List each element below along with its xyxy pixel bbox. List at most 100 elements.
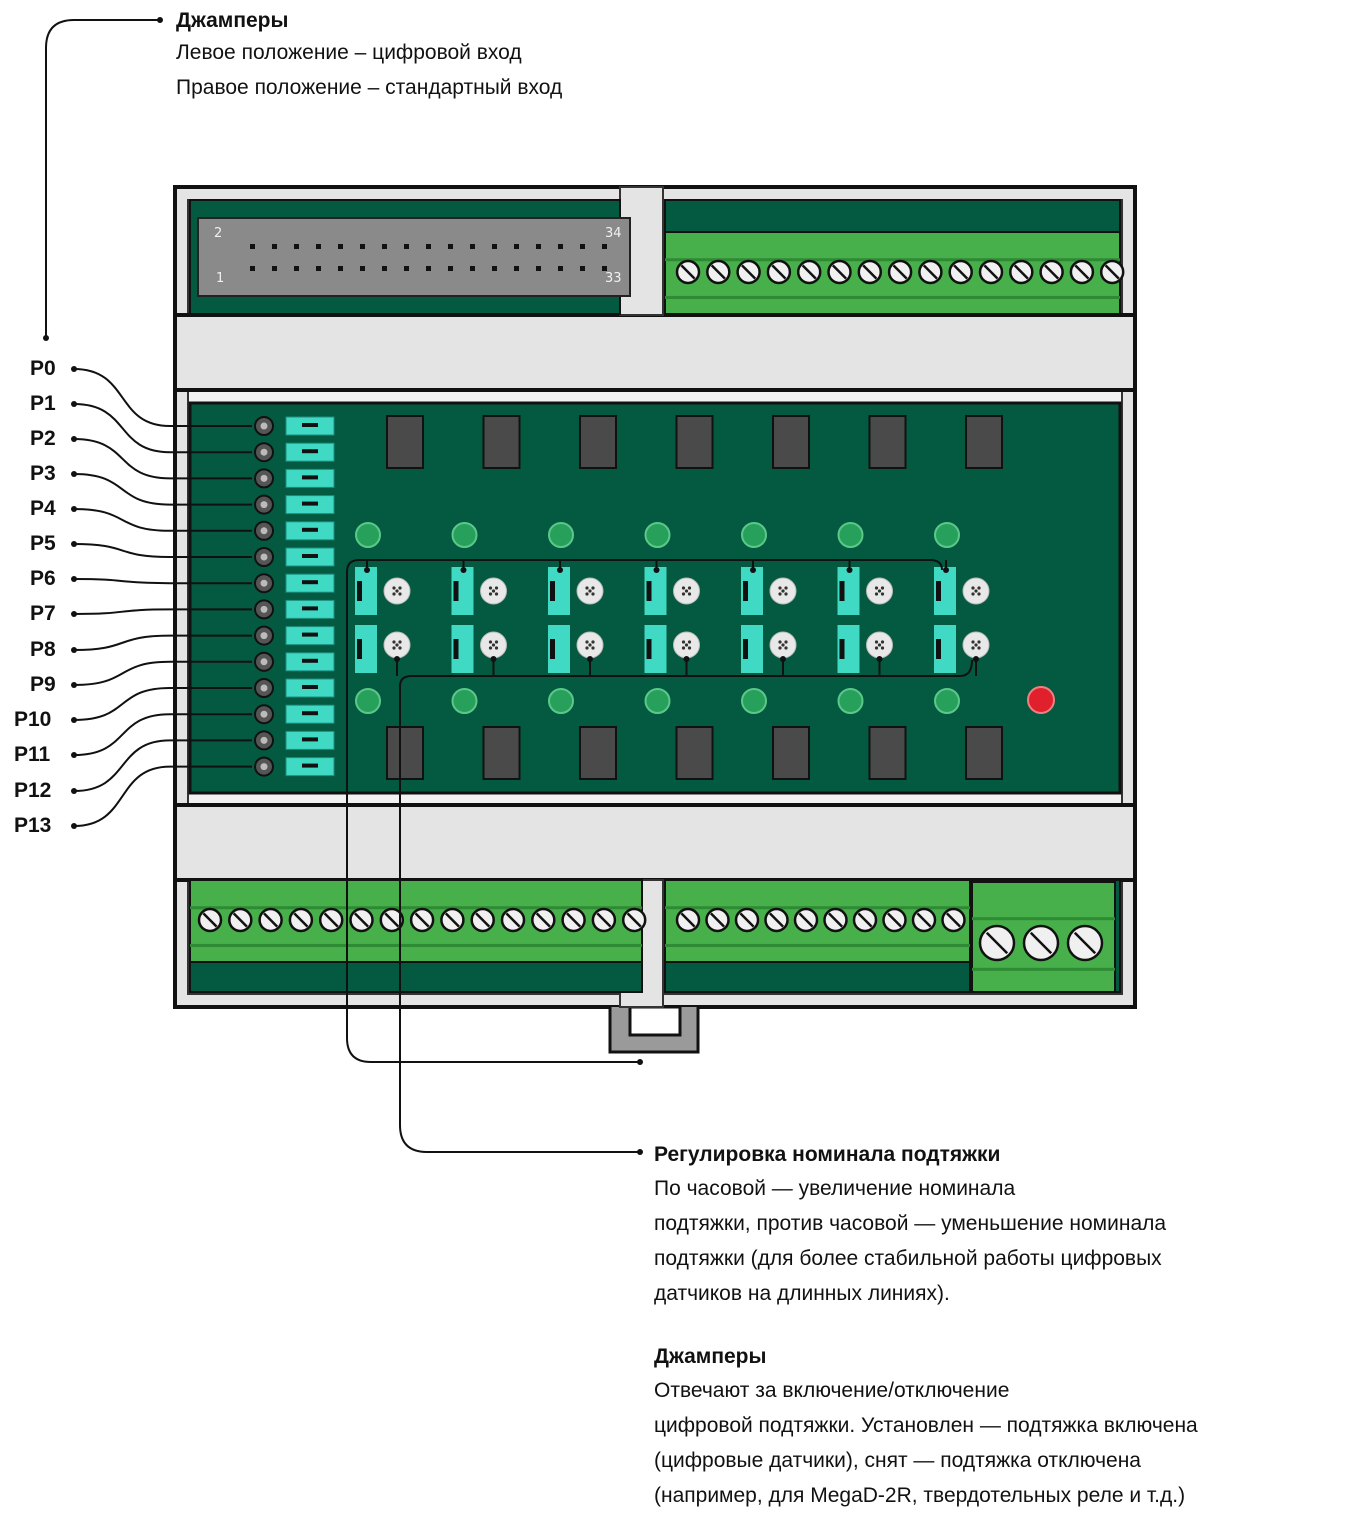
ribbon-pin-33: 33 bbox=[605, 271, 622, 286]
ribbon-pin-dot bbox=[514, 266, 519, 271]
trimmer-dot bbox=[398, 592, 402, 596]
leader-dot bbox=[876, 656, 883, 662]
status-led bbox=[644, 522, 671, 548]
status-led bbox=[548, 522, 574, 548]
leader-trimmers-end bbox=[399, 1124, 640, 1153]
pullup-jumper-pin bbox=[453, 639, 459, 659]
trimmer-dot bbox=[687, 586, 692, 590]
top-jumpers-line-1: Левое положение – цифровой вход bbox=[176, 41, 522, 64]
ribbon-pin-dot bbox=[316, 244, 321, 249]
status-led bbox=[644, 688, 671, 714]
screw-slot bbox=[293, 912, 309, 928]
leader-port bbox=[73, 403, 252, 454]
pullup-jumper bbox=[548, 625, 570, 673]
leader-dot bbox=[943, 567, 949, 573]
leader-dot bbox=[637, 1149, 643, 1155]
screw-slot bbox=[887, 912, 902, 928]
pullup-jumper-pin bbox=[357, 639, 362, 659]
leader-dot bbox=[750, 567, 756, 573]
screw-slot bbox=[832, 264, 847, 280]
trimmer-dot bbox=[491, 589, 496, 593]
trimmer-dot bbox=[977, 586, 981, 590]
screw-slot bbox=[202, 912, 218, 928]
pullup-jumpers-title: Джамперы bbox=[654, 1345, 767, 1368]
ribbon-connector bbox=[197, 217, 631, 297]
status-led bbox=[934, 522, 960, 548]
port-pin bbox=[260, 527, 268, 535]
trimmer-dot bbox=[681, 592, 686, 596]
port-jumper-slot bbox=[302, 632, 318, 637]
power-terminal-ridge bbox=[972, 917, 1115, 921]
ribbon-pin-dot bbox=[448, 266, 453, 271]
screw-slot bbox=[828, 912, 843, 928]
port-jumper-slot bbox=[302, 554, 318, 558]
pullup-jumper-pin bbox=[550, 639, 555, 659]
relay bbox=[868, 415, 907, 469]
leader-dot bbox=[846, 567, 853, 573]
relay bbox=[386, 415, 424, 469]
port-pin bbox=[260, 710, 268, 718]
screw-slot bbox=[354, 912, 369, 928]
leader-pullup-jumpers-end bbox=[346, 1037, 640, 1063]
leader-dot bbox=[683, 656, 690, 662]
leader-dot bbox=[460, 567, 467, 573]
screw-slot bbox=[769, 912, 784, 928]
screw-slot bbox=[535, 912, 551, 928]
trimmer-dot bbox=[392, 586, 396, 590]
pullup-jumper-pin bbox=[839, 639, 845, 659]
port-label-p4: P4 bbox=[30, 497, 56, 520]
screw-slot bbox=[862, 264, 878, 280]
screw-slot bbox=[475, 912, 491, 928]
status-led bbox=[837, 688, 864, 714]
port-pin bbox=[260, 474, 268, 482]
trimmer-dot bbox=[687, 640, 692, 644]
trimmer-dot bbox=[392, 646, 396, 650]
pullup-jumper bbox=[644, 567, 667, 615]
ribbon-pin-dot bbox=[360, 266, 365, 271]
screw-slot bbox=[857, 912, 873, 928]
relay bbox=[675, 415, 714, 469]
pullup-jumper-pin bbox=[646, 639, 652, 659]
trimmer-dot bbox=[585, 586, 589, 590]
trimmer-dot bbox=[591, 640, 595, 644]
screw-slot bbox=[922, 264, 938, 280]
pullup-jumper bbox=[451, 567, 474, 615]
relay bbox=[772, 726, 810, 780]
screw-slot bbox=[323, 912, 339, 928]
relay bbox=[386, 726, 424, 780]
leader-port bbox=[73, 473, 252, 506]
leader-port bbox=[73, 687, 252, 721]
leader-pullup-jumpers bbox=[346, 559, 943, 1038]
leader-port bbox=[73, 608, 252, 615]
screw-slot bbox=[505, 912, 521, 928]
ribbon-pin-dot bbox=[426, 244, 431, 249]
top-right-terminal-ridge bbox=[665, 258, 1120, 262]
leader-port bbox=[73, 660, 252, 686]
ribbon-pin-dot bbox=[580, 244, 585, 249]
bottom-middle-terminal bbox=[664, 879, 971, 963]
leader-dot bbox=[364, 567, 370, 573]
ribbon-pin-dot bbox=[294, 266, 299, 271]
power-terminal bbox=[971, 881, 1116, 993]
trimmer-dot bbox=[687, 592, 692, 596]
screw-slot bbox=[741, 264, 757, 280]
port-label-p7: P7 bbox=[30, 602, 56, 625]
port-label-p12: P12 bbox=[14, 779, 52, 802]
relay bbox=[675, 726, 714, 780]
status-led bbox=[355, 688, 381, 714]
trimmer-dot bbox=[591, 592, 595, 596]
bottom-middle-terminal-ridge bbox=[665, 906, 970, 910]
screw-slot bbox=[1074, 264, 1090, 280]
pullup-jumper bbox=[451, 625, 474, 673]
ribbon-pin-dot bbox=[602, 244, 607, 249]
pullup-jumper bbox=[837, 625, 860, 673]
port-jumper-slot bbox=[302, 606, 318, 611]
top-jumpers-title: Джамперы bbox=[176, 9, 289, 32]
ribbon-pin-dot bbox=[382, 244, 387, 249]
relay bbox=[579, 726, 617, 780]
trimmer-dot bbox=[491, 643, 496, 647]
trimmer-dot bbox=[588, 643, 592, 647]
port-jumper-slot bbox=[302, 685, 318, 689]
leader-dot bbox=[973, 656, 979, 662]
trimmer-dot bbox=[977, 640, 981, 644]
